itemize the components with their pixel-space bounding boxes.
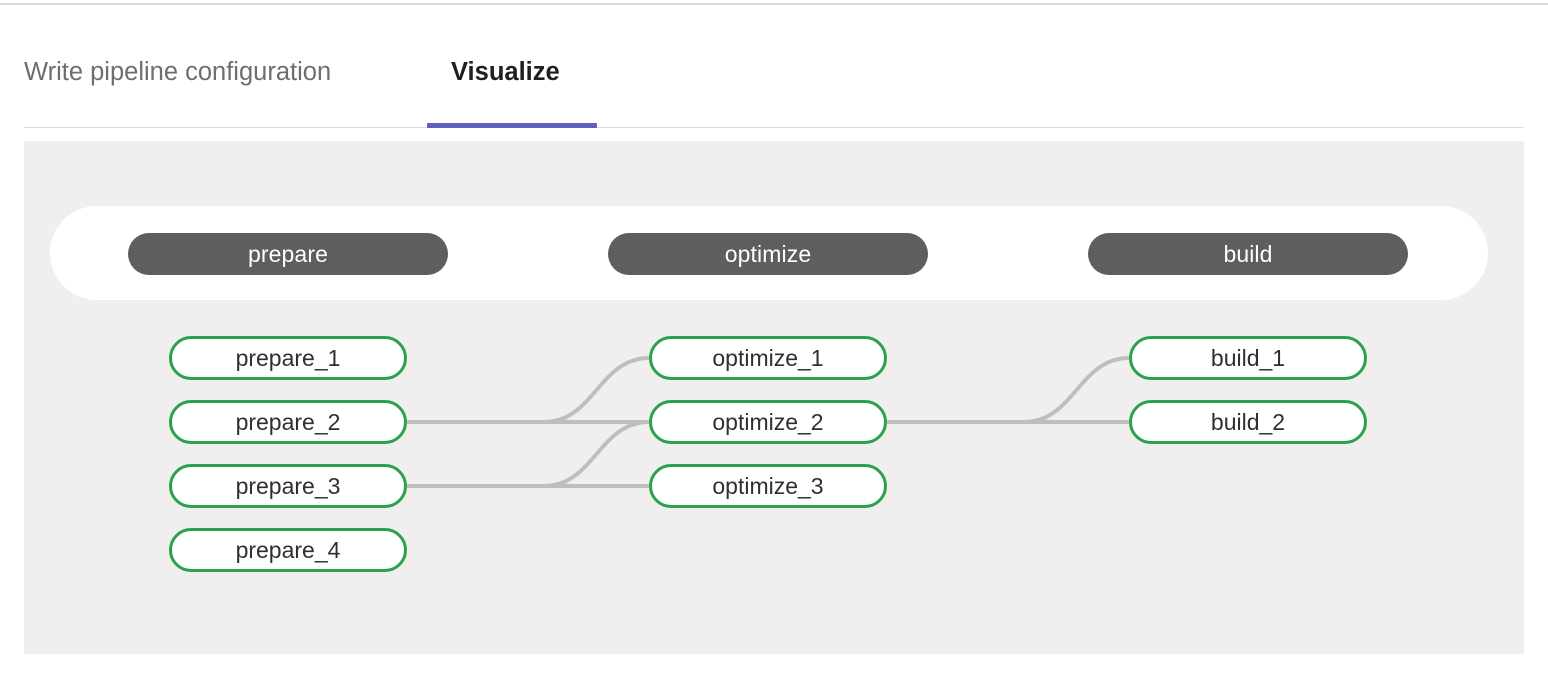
job-node-prepare_2[interactable]: prepare_2 [169, 400, 407, 444]
job-node-prepare_4[interactable]: prepare_4 [169, 528, 407, 572]
job-node-label: prepare_4 [235, 536, 341, 563]
job-node-label: optimize_1 [712, 344, 824, 371]
link-prepare_2-to-optimize_1 [407, 356, 650, 424]
stage-pill-label: optimize [724, 240, 812, 267]
tab-bar-underline [24, 127, 1524, 128]
tab-visualize[interactable]: Visualize [427, 20, 584, 128]
link-optimize_2-to-build_1 [887, 356, 1130, 424]
stage-pill-label: prepare [248, 240, 328, 267]
stage-pill-optimize[interactable]: optimize [608, 233, 928, 275]
stage-pill-prepare[interactable]: prepare [128, 233, 448, 275]
link-prepare_3-to-optimize_2 [407, 420, 650, 488]
job-node-label: build_2 [1210, 408, 1286, 435]
active-tab-indicator [427, 123, 597, 128]
job-node-optimize_2[interactable]: optimize_2 [649, 400, 887, 444]
job-node-label: prepare_2 [235, 408, 341, 435]
tab-bar: Write pipeline configuration Visualize [24, 20, 1524, 128]
stage-pill-build[interactable]: build [1088, 233, 1408, 275]
job-node-label: prepare_3 [235, 472, 341, 499]
job-node-build_1[interactable]: build_1 [1129, 336, 1367, 380]
job-node-prepare_1[interactable]: prepare_1 [169, 336, 407, 380]
job-node-optimize_1[interactable]: optimize_1 [649, 336, 887, 380]
job-node-label: optimize_3 [712, 472, 824, 499]
stage-pill-label: build [1223, 240, 1273, 267]
job-node-label: prepare_1 [235, 344, 341, 371]
tab-label: Visualize [451, 58, 560, 86]
job-node-optimize_3[interactable]: optimize_3 [649, 464, 887, 508]
job-node-label: optimize_2 [712, 408, 824, 435]
tab-write-pipeline-configuration[interactable]: Write pipeline configuration [24, 20, 331, 128]
job-node-build_2[interactable]: build_2 [1129, 400, 1367, 444]
job-node-prepare_3[interactable]: prepare_3 [169, 464, 407, 508]
job-node-label: build_1 [1210, 344, 1286, 371]
tab-label: Write pipeline configuration [24, 58, 332, 86]
top-divider [0, 3, 1548, 5]
